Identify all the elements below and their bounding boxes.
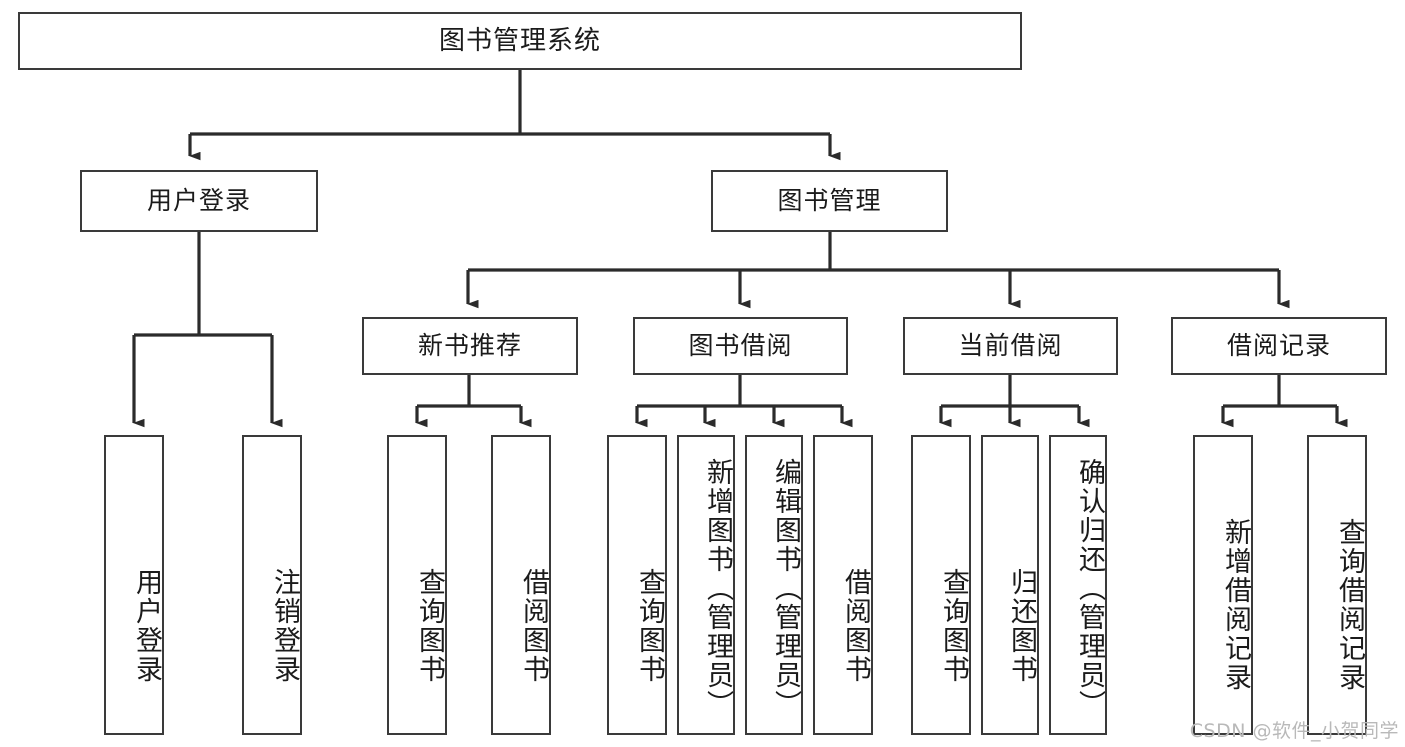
leaf-return-book[interactable]: 归还图书 (981, 435, 1039, 735)
node-current-borrow[interactable]: 当前借阅 (903, 317, 1118, 375)
leaf-add-book-label: 新增图书（管理员） (702, 457, 733, 719)
node-user-login[interactable]: 用户登录 (80, 170, 318, 232)
leaf-add-record[interactable]: 新增借阅记录 (1193, 435, 1253, 735)
node-book-borrow-label: 图书借阅 (688, 331, 793, 361)
leaf-query-record[interactable]: 查询借阅记录 (1307, 435, 1367, 735)
node-new-book-rec[interactable]: 新书推荐 (362, 317, 578, 375)
leaf-borrow-book-1-label: 借阅图书 (518, 568, 549, 684)
leaf-confirm-return[interactable]: 确认归还（管理员） (1049, 435, 1107, 735)
leaf-logout-login-label: 注销登录 (269, 568, 300, 684)
leaf-query-book-1[interactable]: 查询图书 (387, 435, 447, 735)
leaf-edit-book-label: 编辑图书（管理员） (770, 457, 801, 719)
node-book-manage-label: 图书管理 (777, 186, 882, 216)
leaf-borrow-book-1[interactable]: 借阅图书 (491, 435, 551, 735)
leaf-query-book-2-label: 查询图书 (634, 568, 665, 684)
node-root-label: 图书管理系统 (438, 25, 601, 56)
node-user-login-label: 用户登录 (146, 186, 251, 216)
leaf-user-login[interactable]: 用户登录 (104, 435, 164, 735)
leaf-borrow-book-2[interactable]: 借阅图书 (813, 435, 873, 735)
leaf-return-book-label: 归还图书 (1006, 568, 1037, 684)
leaf-add-record-label: 新增借阅记录 (1220, 518, 1251, 692)
node-new-book-rec-label: 新书推荐 (417, 331, 522, 361)
node-book-borrow[interactable]: 图书借阅 (633, 317, 848, 375)
node-root-system[interactable]: 图书管理系统 (18, 12, 1022, 70)
leaf-query-record-label: 查询借阅记录 (1334, 518, 1365, 692)
csdn-watermark: CSDN @软件_小贺同学 (1189, 720, 1399, 742)
node-borrow-record[interactable]: 借阅记录 (1171, 317, 1387, 375)
leaf-logout-login[interactable]: 注销登录 (242, 435, 302, 735)
leaf-add-book[interactable]: 新增图书（管理员） (677, 435, 735, 735)
leaf-confirm-return-label: 确认归还（管理员） (1074, 457, 1105, 719)
leaf-query-book-1-label: 查询图书 (414, 568, 445, 684)
leaf-query-book-3-label: 查询图书 (938, 568, 969, 684)
node-borrow-record-label: 借阅记录 (1226, 331, 1331, 361)
leaf-edit-book[interactable]: 编辑图书（管理员） (745, 435, 803, 735)
node-book-manage[interactable]: 图书管理 (711, 170, 948, 232)
leaf-borrow-book-2-label: 借阅图书 (840, 568, 871, 684)
leaf-query-book-2[interactable]: 查询图书 (607, 435, 667, 735)
node-current-borrow-label: 当前借阅 (958, 331, 1063, 361)
leaf-query-book-3[interactable]: 查询图书 (911, 435, 971, 735)
leaf-user-login-label: 用户登录 (131, 568, 162, 684)
